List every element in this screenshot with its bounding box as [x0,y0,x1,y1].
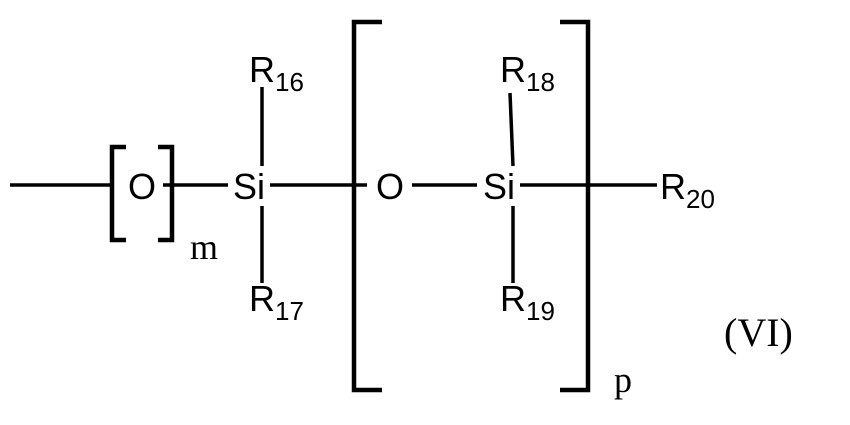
r19-main: R [500,278,526,319]
r17-main: R [249,278,275,319]
silicon-atom-1: Si [233,166,265,207]
bracket-m-right [158,144,175,243]
silicon-atom-2: Si [483,166,515,207]
r18-main: R [500,49,526,90]
r20-sub: 20 [686,184,715,214]
r17-sub: 17 [275,296,304,326]
r20-main: R [660,166,686,207]
r16-sub: 16 [275,67,304,97]
oxygen-m-atom: O [128,166,156,207]
r20-label: R20 [660,166,715,214]
r18-sub: 18 [526,67,555,97]
si2-to-r18-bond [508,92,515,167]
oxygen-p-atom: O [376,166,404,207]
bracket-m-left [109,144,126,243]
r16-main: R [249,49,275,90]
r19-label: R19 [500,278,555,326]
subscript-p: p [614,360,632,400]
bracket-p-left [351,19,382,393]
bonds [10,87,657,283]
r17-label: R17 [249,278,304,326]
subscript-m: m [190,227,218,267]
r18-label: R18 [500,49,555,97]
r19-sub: 19 [526,296,555,326]
r16-label: R16 [249,49,304,97]
formula-label: (VI) [724,310,793,355]
bracket-p-right [560,19,591,393]
